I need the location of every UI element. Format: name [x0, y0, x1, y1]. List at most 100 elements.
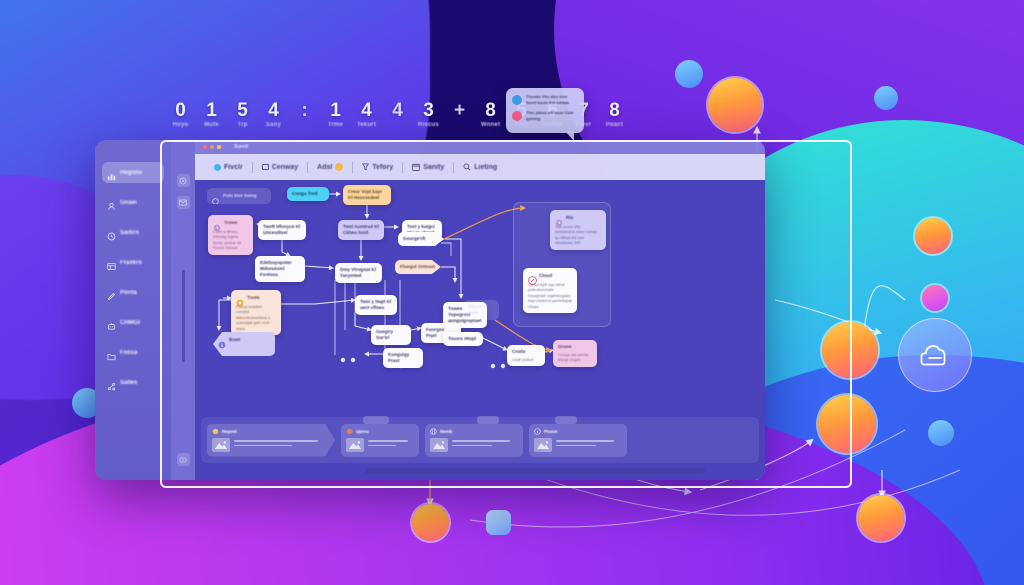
flow-node-title: Setnoof Punt: [468, 304, 486, 315]
bottom-card-body: [430, 437, 518, 452]
flow-node-title: Gruoe: [558, 344, 572, 349]
flow-node[interactable]: Twoft Hfonyce Kl Uncesdtsel: [258, 220, 306, 240]
sidebar-item-label: Fraxkro: [120, 259, 143, 266]
flow-node-title: Twoft Hfonyce Kl Uncesdtsel: [263, 224, 301, 235]
flow-node[interactable]: Edefzuyspoter Mdonutsml Fontsoa: [255, 256, 305, 282]
flow-node-header: Bowt: [218, 336, 270, 349]
flow-node[interactable]: Pulo biot Seing: [207, 188, 271, 204]
bottom-card-body: [346, 437, 414, 452]
flow-node-header: Gasgiry Sur'trl: [376, 329, 406, 341]
bottom-card-body: [212, 438, 330, 452]
settings-icon[interactable]: [176, 453, 190, 466]
sidebar-item-chmgi[interactable]: CHMGI: [102, 312, 164, 333]
toolbar-item-tefory[interactable]: Tefory: [353, 163, 402, 171]
flow-node[interactable]: Dmy Vtrognat Kl Tanymted: [335, 263, 382, 283]
flow-node[interactable]: Konguigy Prast: [383, 348, 423, 368]
flow-canvas[interactable]: Pulo biot Seing Cnnga Trotl Crear Vopt kap…: [195, 180, 765, 480]
bottom-card[interactable]: Nemb: [425, 423, 523, 457]
clock-icon: [555, 214, 563, 227]
metric-value: :: [301, 100, 308, 121]
flow-node[interactable]: Tousrs Htopl: [443, 332, 483, 346]
cloud-database-badge[interactable]: [898, 318, 972, 392]
bottom-card[interactable]: Pnoue: [529, 423, 627, 457]
sidebar-item-fraxkro[interactable]: Fraxkro: [102, 252, 164, 273]
sidebar-item-gnaei[interactable]: Gnaei: [102, 192, 164, 213]
toolbar-item-adsl[interactable]: Adsl: [308, 163, 352, 171]
flow-node[interactable]: Setnoof Punt: [463, 300, 499, 320]
tab-chip[interactable]: [555, 416, 577, 424]
mail-icon[interactable]: [176, 196, 190, 209]
compass-icon[interactable]: [176, 174, 190, 187]
sidebar-item-ponta[interactable]: Ponta: [102, 282, 164, 303]
sphere-blue-1: [675, 60, 703, 88]
toolbar-item-lieting[interactable]: Lieting: [454, 163, 506, 171]
flow-node-title: Dmy Vtrognat Kl Tanymted: [340, 267, 376, 278]
sphere-orange-6: [412, 504, 449, 541]
tab-chip[interactable]: [477, 416, 499, 424]
flow-node-header: Crotlo: [512, 349, 540, 355]
minimize-button[interactable]: [210, 145, 214, 149]
bottom-card-lines: [368, 440, 414, 448]
flow-node-title: Twoi y Hapt Kl uect cfloea: [360, 299, 392, 310]
sphere-pink-2: [922, 285, 948, 311]
flow-node[interactable]: Cnnga Trotl: [287, 187, 329, 201]
bottom-card-lines: [234, 440, 330, 448]
flow-node[interactable]: Fluogul Ontoast: [395, 260, 441, 274]
flow-node[interactable]: Gourge'rft: [398, 232, 444, 246]
filter-icon: [362, 163, 370, 171]
flow-node[interactable]: Twoi y Hapt Kl uect cfloea: [355, 295, 397, 315]
flow-node[interactable]: Bowt: [213, 332, 275, 356]
flow-panel-header: Rlu: [555, 214, 601, 227]
info-icon: [534, 427, 541, 435]
titlebar: Sureit: [195, 140, 765, 154]
sidebar-item-label: Gnaei: [120, 199, 137, 206]
sidebar-item-sarkro[interactable]: Sarkro: [102, 222, 164, 243]
sidebar-item-label: Sarkro: [120, 229, 140, 236]
sidebar-item-hegisto[interactable]: Hegisto: [102, 162, 164, 183]
toolbar-item-fivclr[interactable]: Fivclr: [205, 163, 252, 171]
bottom-card[interactable]: Uproa: [341, 423, 419, 457]
toolbar-item-sanity[interactable]: Sanity: [403, 163, 453, 171]
metric-value: 3: [423, 100, 434, 121]
sidebar-item-salles[interactable]: Salles: [102, 372, 164, 393]
tab-chip[interactable]: [363, 416, 389, 424]
bottom-card-lines: [556, 440, 622, 448]
sphere-orange-5: [858, 495, 904, 541]
cloud-database-icon: [920, 345, 946, 366]
flow-node[interactable]: Gasgiry Sur'trl: [371, 325, 411, 345]
maximize-button[interactable]: [217, 145, 221, 149]
flow-node-title: Fluogul Ontoast: [400, 264, 436, 269]
dot-icon: [212, 192, 220, 204]
sidebar-item-folixa[interactable]: Folixa: [102, 342, 164, 363]
toolbar-item-cenway[interactable]: Cenway: [253, 164, 307, 171]
rail-scrollbar[interactable]: [181, 270, 185, 362]
toolbar-divider: [453, 161, 455, 173]
layout-icon: [107, 258, 116, 270]
flow-node-title: Twol Aumtrad Kl Ckheo hoid: [343, 224, 379, 235]
flow-node-header: Tousrs Htopl: [448, 336, 478, 342]
flow-node-subtitle: Lorm a Mhteu ethnatg Inglne tsonp uestus…: [213, 229, 242, 251]
metric-value: 8: [609, 100, 620, 121]
tooltip-row: Thorate Vhn alse kere Suret kouls Eot mh…: [512, 94, 578, 105]
horizontal-scrollbar[interactable]: [365, 468, 705, 474]
sidebar-item-label: Folixa: [120, 349, 138, 356]
flow-node[interactable]: Twol Aumtrad Kl Ckheo hoid: [338, 220, 384, 240]
flow-node-title: Fuorgse Prprl: [426, 327, 445, 338]
close-button[interactable]: [203, 145, 207, 149]
bottom-card[interactable]: Repoet: [207, 424, 335, 457]
robot-icon: [107, 318, 116, 330]
flow-node-subtitle: Cnoup wis ytefse ktauyr Dqytd: [558, 352, 589, 363]
flow-node[interactable]: Crear Vopt kapr Kl Hessssdeel: [343, 185, 391, 205]
bottom-card-header: Pnoue: [534, 427, 622, 435]
